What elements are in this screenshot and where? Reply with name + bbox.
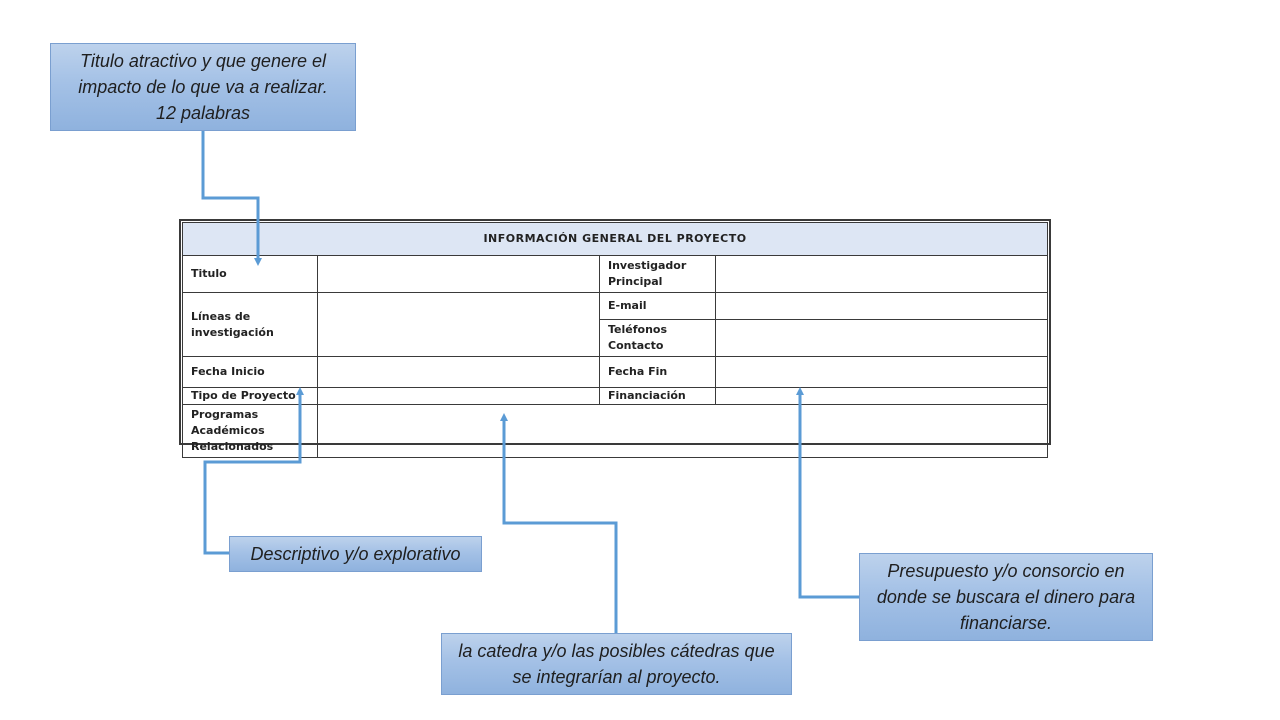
label-financiacion: Financiación <box>599 387 716 405</box>
label-telefonos: Teléfonos Contacto <box>599 319 716 357</box>
callout-programas-text: la catedra y/o las posibles cátedras que… <box>458 641 775 687</box>
callout-titulo: Titulo atractivo y que genere el impacto… <box>50 43 356 131</box>
field-lineas[interactable] <box>317 292 600 357</box>
callout-financiacion: Presupuesto y/o consorcio en donde se bu… <box>859 553 1153 641</box>
field-email[interactable] <box>715 292 1048 320</box>
form-header: INFORMACIÓN GENERAL DEL PROYECTO <box>182 222 1048 256</box>
callout-financiacion-text: Presupuesto y/o consorcio en donde se bu… <box>876 561 1136 633</box>
callout-titulo-text: Titulo atractivo y que genere el impacto… <box>78 51 328 123</box>
field-investigador[interactable] <box>715 255 1048 293</box>
field-telefonos[interactable] <box>715 319 1048 357</box>
project-info-form: INFORMACIÓN GENERAL DEL PROYECTO Titulo … <box>179 219 1051 458</box>
label-investigador: Investigador Principal <box>599 255 716 293</box>
field-programas[interactable] <box>317 404 1048 458</box>
label-programas: Programas Académicos Relacionados <box>182 404 318 458</box>
arrow-programas <box>500 413 618 633</box>
label-fecha-inicio: Fecha Inicio <box>182 356 318 388</box>
label-fecha-fin: Fecha Fin <box>599 356 716 388</box>
field-titulo[interactable] <box>317 255 600 293</box>
callout-programas: la catedra y/o las posibles cátedras que… <box>441 633 792 695</box>
arrow-tipo <box>203 387 304 555</box>
callout-tipo: Descriptivo y/o explorativo <box>229 536 482 572</box>
arrow-financiacion <box>796 387 859 599</box>
callout-tipo-text: Descriptivo y/o explorativo <box>250 544 461 564</box>
arrow-titulo <box>201 131 262 266</box>
